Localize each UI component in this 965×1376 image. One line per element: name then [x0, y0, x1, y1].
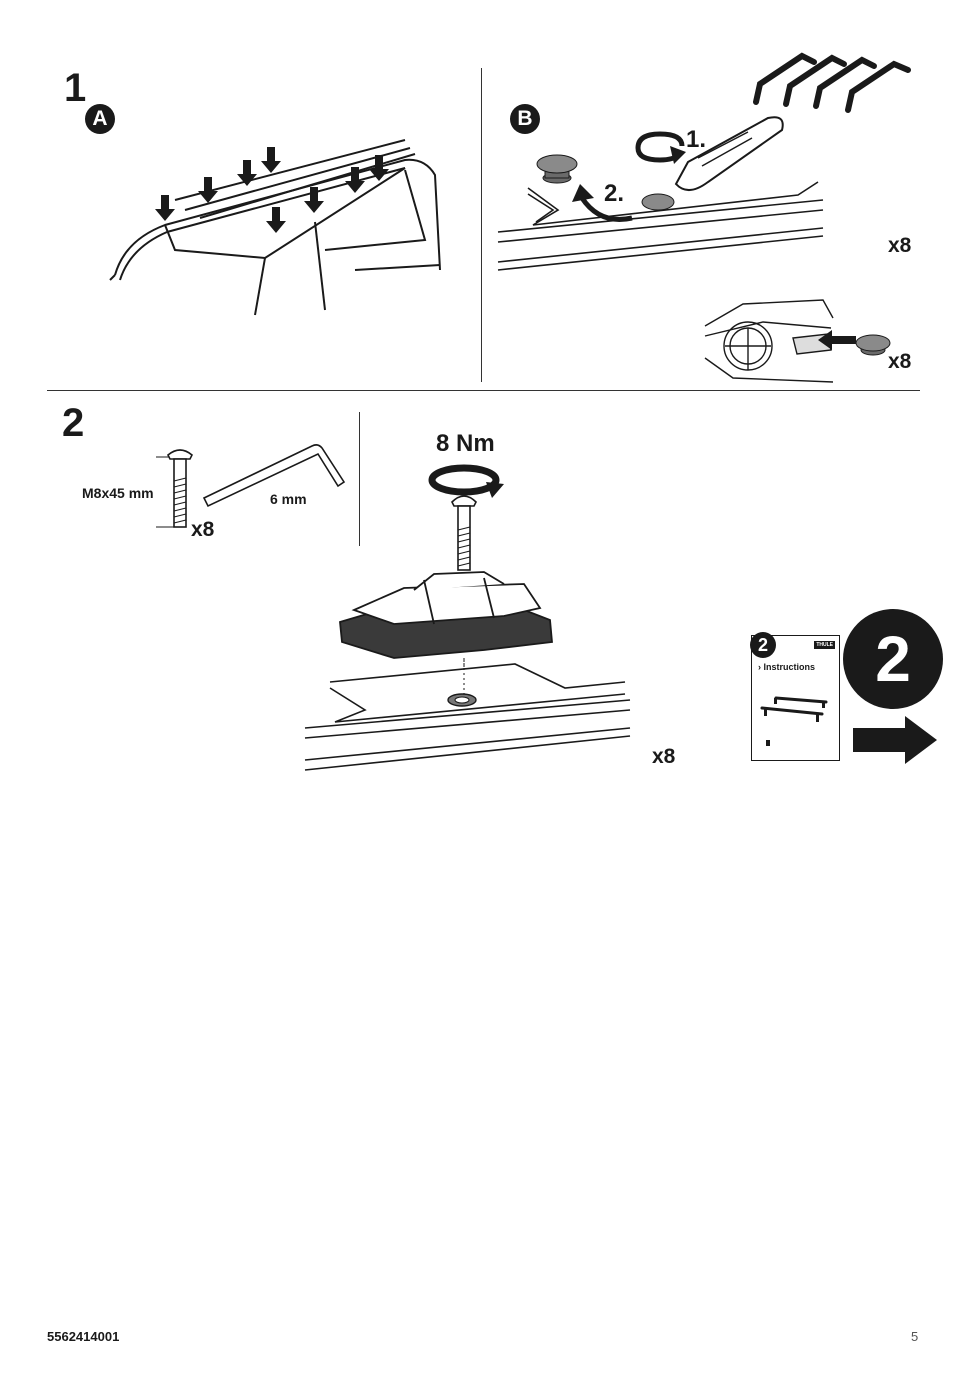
booklet-small-mark	[766, 740, 770, 746]
hex-key-icon	[202, 444, 346, 508]
lift-arrow-icon	[572, 184, 633, 222]
substep-b-quantity: x8	[888, 234, 912, 257]
foot-quantity: x8	[652, 745, 676, 768]
insert-arrow-icon	[818, 330, 856, 350]
divider-horizontal	[47, 390, 920, 391]
hex-key-size-label: 6 mm	[270, 491, 307, 507]
mounting-bolt	[451, 495, 477, 571]
van-roof-illustration	[109, 139, 441, 316]
cap-removal-tool	[674, 116, 784, 191]
stored-cap	[855, 334, 891, 356]
torque-rotation-icon	[428, 464, 504, 498]
roof-cap-removed	[536, 154, 578, 184]
rotate-arrow-icon	[635, 131, 686, 164]
next-arrow-icon	[853, 716, 937, 764]
bolt-icon	[156, 449, 193, 528]
roof-arrows	[155, 147, 389, 233]
chevron-right-icon: ›	[758, 662, 764, 672]
substep-b-badge: B	[510, 104, 540, 134]
divider-vertical-step1	[481, 68, 482, 382]
bolt-quantity: x8	[191, 518, 215, 541]
booklet-roof-bars	[760, 696, 828, 722]
next-step-circle: 2	[843, 609, 943, 709]
step-2-number: 2	[62, 401, 85, 445]
substep-a-badge: A	[85, 104, 115, 134]
page-number: 5	[911, 1329, 919, 1344]
document-number: 5562414001	[47, 1329, 120, 1344]
roof-rail-channel	[497, 181, 824, 271]
tools-set	[753, 52, 911, 113]
bolt-size-label: M8x45 mm	[82, 485, 154, 501]
rail-mounting-hole	[304, 663, 631, 771]
roof-cap-installed	[641, 193, 675, 211]
divider-vertical-step2	[359, 412, 360, 546]
booklet-title-row: › Instructions	[758, 662, 815, 672]
torque-value: 8 Nm	[436, 430, 495, 457]
roof-rack-foot	[339, 571, 553, 670]
alignment-line	[463, 658, 465, 698]
next-booklet: 2 THULE › Instructions	[750, 632, 840, 761]
next-step-number: 2	[875, 623, 911, 695]
dashboard-quantity: x8	[888, 350, 912, 373]
substep-1-label: 1.	[686, 126, 707, 153]
substep-2-label: 2.	[604, 180, 625, 207]
booklet-brand: THULE	[814, 641, 835, 649]
step-1-number: 1	[64, 66, 87, 110]
booklet-step-badge: 2	[750, 632, 776, 658]
booklet-title: Instructions	[763, 662, 816, 672]
